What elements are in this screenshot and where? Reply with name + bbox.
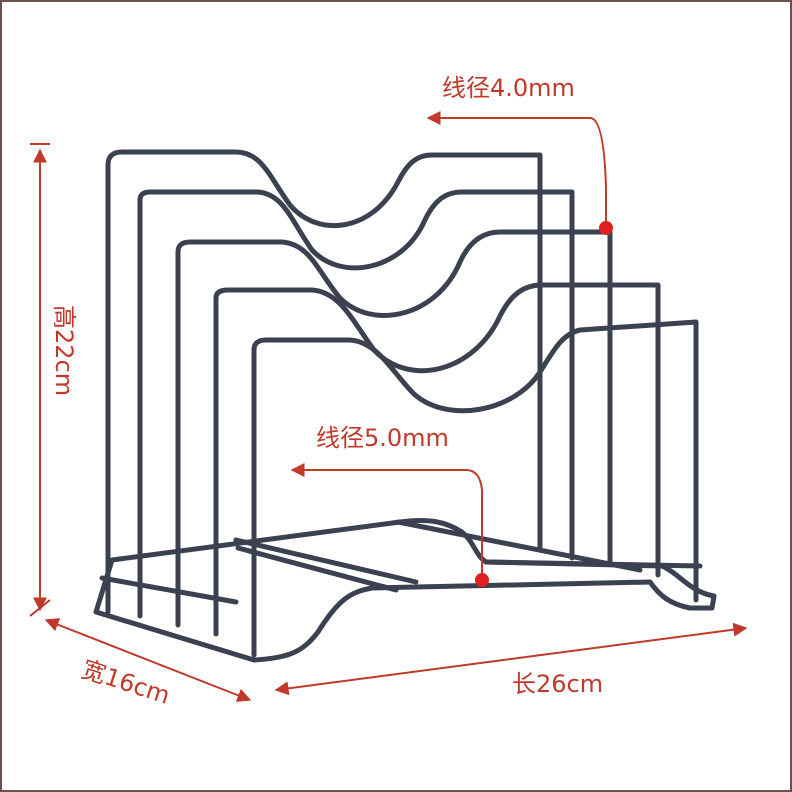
length-dimension-line — [274, 622, 748, 696]
wire-callout-bottom-dot — [475, 573, 489, 587]
wire-diameter-bottom-label: 线径5.0mm — [316, 424, 449, 452]
dimension-annotations — [29, 111, 748, 702]
width-label: 宽16cm — [78, 655, 173, 710]
base-rail-mid — [235, 545, 399, 593]
slot-wire-1 — [105, 149, 543, 615]
slot-wire-2 — [137, 189, 575, 619]
wire-callout-top-line — [426, 111, 607, 228]
base-loop — [93, 517, 717, 663]
wire-callout-top-dot — [599, 221, 613, 235]
height-label: 高22cm — [50, 305, 78, 396]
rack-wire-frame — [93, 149, 717, 663]
length-label: 长26cm — [512, 670, 603, 698]
slot-wire-3 — [175, 229, 613, 628]
base-rail-front — [233, 537, 419, 585]
width-dimension-line — [44, 618, 252, 702]
wire-callout-bottom-line — [290, 463, 483, 580]
base-rail-right — [483, 559, 703, 569]
wire-diameter-top-label: 线径4.0mm — [442, 74, 575, 102]
slot-wire-5 — [251, 319, 699, 658]
base-rail-left — [99, 575, 239, 605]
